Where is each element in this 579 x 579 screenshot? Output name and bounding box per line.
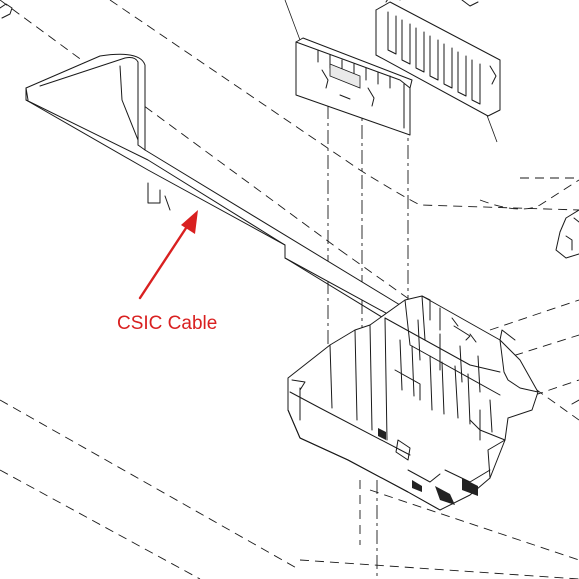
reference-line-bottom <box>299 559 579 579</box>
cable-comb-guide <box>375 0 501 117</box>
annotation-arrow <box>138 210 198 300</box>
reference-line-curve <box>109 0 579 211</box>
reference-line-lower-left <box>0 399 301 571</box>
leader-line-top <box>284 0 301 41</box>
annotation-label: CSIC Cable <box>117 313 218 334</box>
partial-part-right-edge <box>555 209 579 405</box>
printhead-carriage <box>287 295 539 511</box>
csic-cable <box>25 53 401 323</box>
reference-line-upper <box>0 0 579 421</box>
reference-line-lower-left-2 <box>0 469 201 579</box>
partial-part-top-left <box>0 3 13 19</box>
reference-line-right <box>479 179 579 210</box>
reference-line-right-2 <box>489 299 579 331</box>
connector-holder <box>295 37 413 136</box>
reference-line-right-4 <box>519 379 579 401</box>
reference-line-lower-right <box>369 489 579 561</box>
